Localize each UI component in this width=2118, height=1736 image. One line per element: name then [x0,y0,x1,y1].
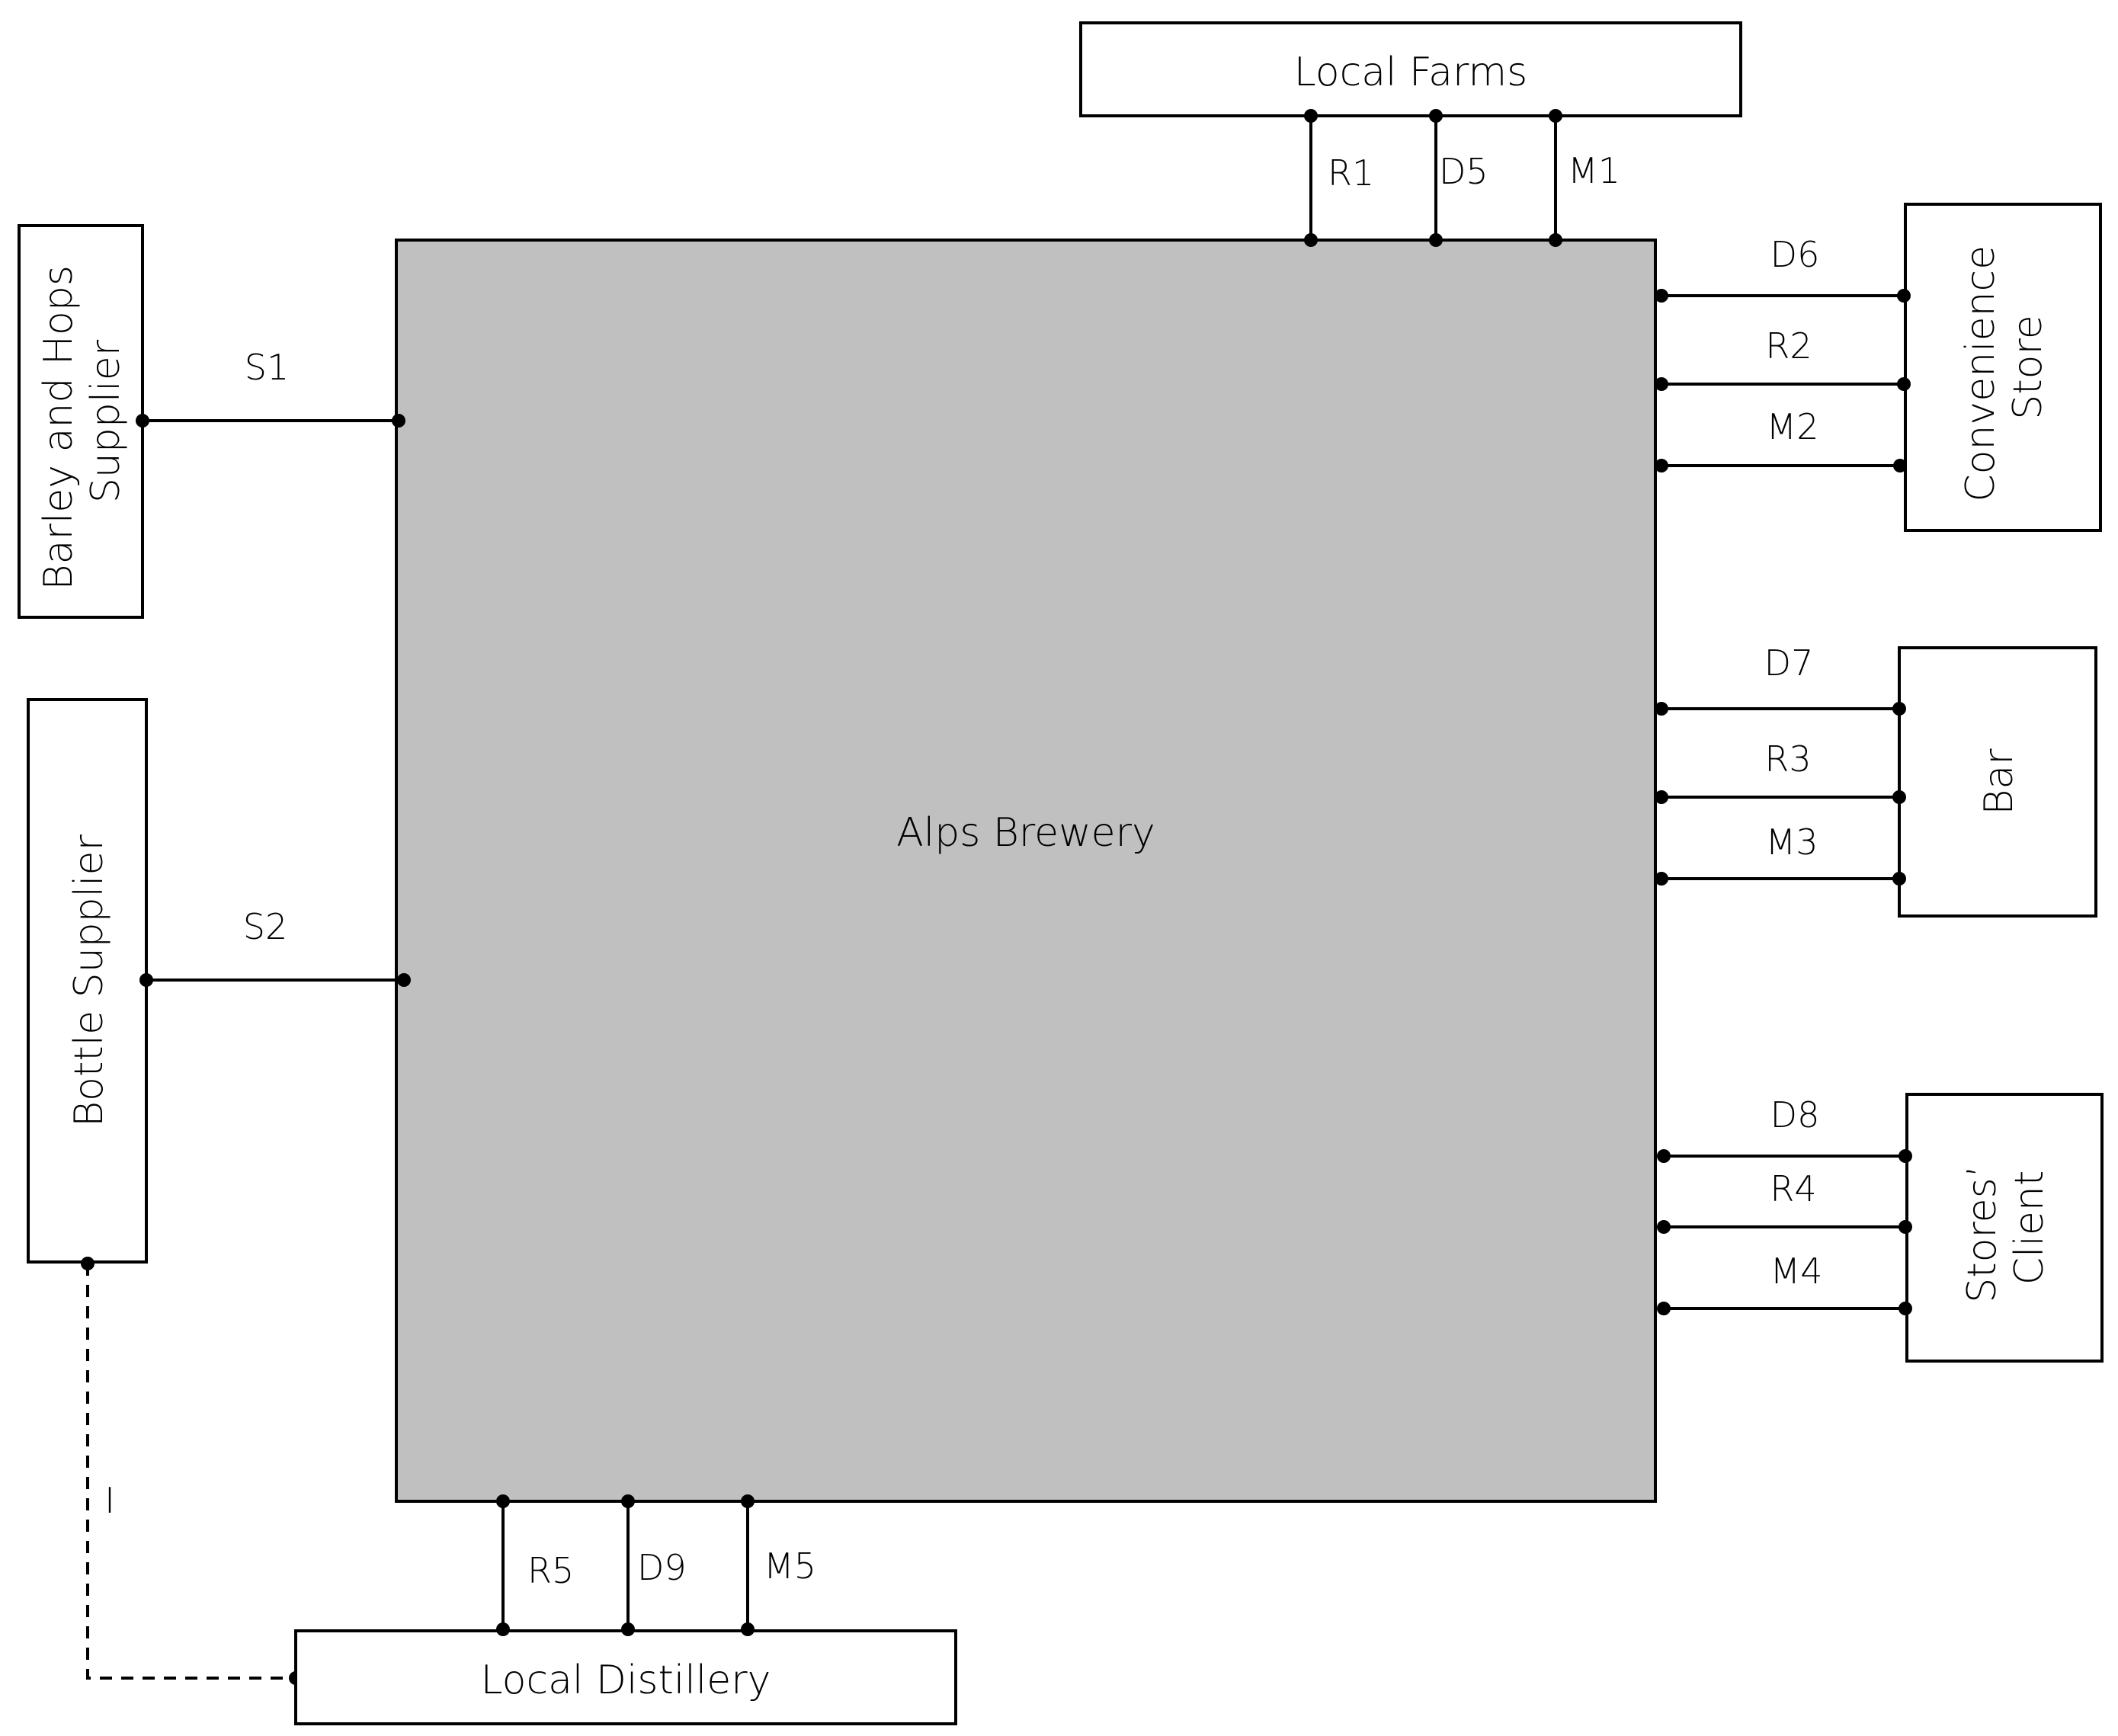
link-r5-end-dot [496,1622,510,1636]
local-distillery-box[interactable] [294,1629,957,1725]
convenience-store-label: Convenience Store [1958,232,2051,501]
link-r4-start-dot [1657,1220,1671,1234]
link-d6-label: D6 [1770,234,1820,275]
barley-hops-supplier-box[interactable] [18,224,144,619]
link-r2-end-dot [1897,377,1911,391]
link-d5-label: D5 [1439,151,1488,192]
convenience-store-label-line2: Store [2005,315,2051,419]
link-m1-end-dot [1549,233,1562,247]
link-d5-start-dot [1429,109,1443,123]
link-m5-start-dot [741,1494,755,1508]
link-i-start-dot [81,1257,95,1270]
link-m3-end-dot [1892,872,1906,886]
local-farms-label: Local Farms [1294,50,1528,95]
link-d8-label: D8 [1770,1094,1820,1135]
link-s2-end-dot [397,973,411,987]
link-m1-start-dot [1549,109,1562,123]
link-m2-start-dot [1655,459,1668,472]
link-r1-label: R1 [1328,152,1374,194]
link-m4-end-dot [1899,1302,1912,1315]
link-m4-start-dot [1657,1302,1671,1315]
link-i-label: I [104,1480,115,1521]
link-m3-label: M3 [1766,822,1818,863]
link-s2-label: S2 [243,906,287,947]
link-r3-end-dot [1892,790,1906,804]
link-m4-label: M4 [1770,1251,1823,1292]
link-s1-end-dot [392,414,405,428]
link-d7-end-dot [1892,702,1906,716]
link-r2-start-dot [1655,377,1668,391]
link-r5-label: R5 [527,1550,574,1591]
link-d7-label: D7 [1764,642,1814,684]
link-r5-start-dot [496,1494,510,1508]
link-i [86,1264,296,1680]
link-m5-end-dot [741,1622,755,1636]
link-d8-start-dot [1657,1149,1671,1163]
alps-brewery-label: Alps Brewery [896,810,1155,856]
link-m3-start-dot [1655,872,1668,886]
link-r4-label: R4 [1770,1168,1816,1209]
link-d6-end-dot [1897,289,1911,303]
local-farms-box[interactable] [1079,21,1742,117]
link-m2-label: M2 [1767,406,1819,447]
stores-client-box[interactable] [1905,1093,2104,1363]
stores-client-label-line2: Client [2007,1171,2052,1286]
link-d9-end-dot [621,1622,635,1636]
link-d9-start-dot [621,1494,635,1508]
local-distillery-label: Local Distillery [481,1658,771,1703]
stores-client-label-line1: Stores’ [1959,1165,2005,1303]
link-s1-label: S1 [245,347,289,388]
link-r1-end-dot [1304,233,1318,247]
link-d9-label: D9 [637,1547,687,1588]
link-d6-start-dot [1655,289,1668,303]
link-d5-end-dot [1429,233,1443,247]
link-r3-start-dot [1655,790,1668,804]
link-m5-label: M5 [764,1545,816,1587]
bar-box[interactable] [1898,646,2097,918]
link-s1-start-dot [136,414,149,428]
link-m1-label: M1 [1568,150,1620,191]
convenience-store-label-line1: Convenience [1958,245,2004,502]
link-s2-start-dot [139,973,153,987]
link-r1-start-dot [1304,109,1318,123]
link-r4-end-dot [1899,1220,1912,1234]
link-m2-end-dot [1893,459,1907,472]
convenience-store-box[interactable] [1904,203,2102,532]
link-d8-end-dot [1899,1149,1912,1163]
link-d7-start-dot [1655,702,1668,716]
bottle-supplier-label: Bottle Supplier [66,834,112,1126]
alps-brewery-box[interactable] [395,239,1657,1503]
stores-client-label: Stores’ Client [1959,1152,2052,1303]
barley-hops-supplier-label: Barley and Hops Supplier [36,253,129,591]
link-r3-label: R3 [1764,738,1811,780]
link-r2-label: R2 [1765,325,1812,367]
barley-hops-label-line1: Barley and Hops [36,265,82,590]
bar-label: Bar [1976,748,2022,815]
barley-hops-label-line2: Supplier [83,339,129,503]
